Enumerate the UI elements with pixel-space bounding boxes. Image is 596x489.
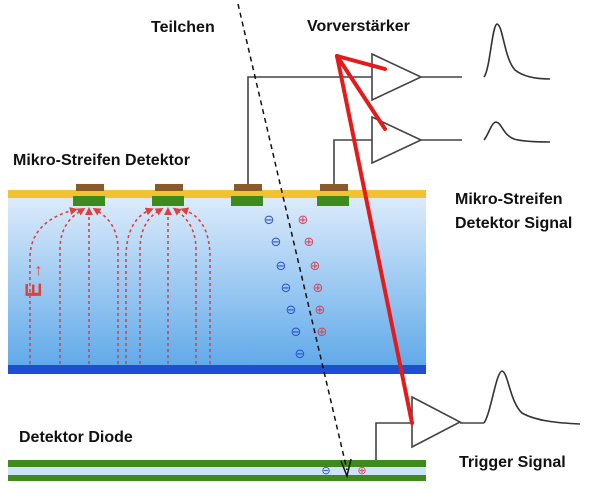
microstrip-detector-label: Mikro-Streifen Detektor [13, 152, 190, 169]
efield-arrow-label: → [28, 263, 45, 279]
preamp-3-triangle [411, 395, 462, 449]
strip-4 [317, 184, 349, 206]
electric-field-lines [29, 207, 211, 364]
wire-strip-3 [247, 76, 372, 184]
particle-arrowhead [340, 458, 352, 479]
diode-bulk [8, 467, 426, 475]
strip-implant [317, 196, 349, 206]
electron: ⊖ [291, 325, 302, 340]
electron: ⊖ [264, 213, 275, 228]
preamplifier-label: Vorverstärker [307, 18, 410, 35]
readout-wires [247, 76, 484, 460]
metal-contact [320, 184, 348, 191]
signal-pulses [483, 23, 581, 425]
backplane [8, 365, 426, 374]
strip-implant [73, 196, 105, 206]
efield-label: E [21, 283, 46, 298]
hole: ⊕ [315, 303, 326, 318]
hole: ⊕ [298, 213, 309, 228]
detector-diode-label: Detektor Diode [19, 429, 133, 446]
hole: ⊕ [357, 464, 366, 477]
particle-track [237, 3, 352, 479]
microstrip-detector: → E ⊖ ⊖ ⊖ ⊖ ⊖ ⊖ ⊖ ⊕ ⊕ ⊕ ⊕ ⊕ ⊕ [8, 184, 426, 374]
microstrip-signal-label-line2: Detektor Signal [455, 215, 572, 232]
trigger-signal-label: Trigger Signal [459, 454, 566, 471]
trigger-pulse [483, 370, 581, 425]
strip-implant [152, 196, 184, 206]
electron: ⊖ [295, 347, 306, 362]
preamp-1-triangle [371, 52, 423, 102]
metal-contact [155, 184, 183, 191]
detector-diode: ⊖ ⊕ [8, 460, 426, 481]
hole: ⊕ [317, 325, 328, 340]
silicon-bulk [8, 198, 426, 368]
pulse-2 [483, 121, 551, 143]
strip-implant [231, 196, 263, 206]
electrons: ⊖ ⊖ ⊖ ⊖ ⊖ ⊖ ⊖ [264, 213, 306, 362]
hole: ⊕ [304, 235, 315, 250]
diode-top-layer [8, 460, 426, 467]
strip-2 [152, 184, 184, 206]
electron: ⊖ [271, 235, 282, 250]
strip-1 [73, 184, 105, 206]
metal-contact [234, 184, 262, 191]
diode-bottom-layer [8, 475, 426, 481]
pulse-1 [483, 23, 551, 80]
holes: ⊕ ⊕ ⊕ ⊕ ⊕ ⊕ [298, 213, 328, 340]
electron: ⊖ [286, 303, 297, 318]
hole: ⊕ [310, 259, 321, 274]
microstrip-signal-label-line1: Mikro-Streifen [455, 191, 563, 208]
strip-3 [231, 184, 263, 206]
wire-strip-4 [333, 139, 372, 184]
electron: ⊖ [281, 281, 292, 296]
hole: ⊕ [313, 281, 324, 296]
metal-contact [76, 184, 104, 191]
top-strip-layer [8, 190, 426, 198]
wire-diode [375, 422, 412, 460]
electron: ⊖ [276, 259, 287, 274]
electron: ⊖ [321, 464, 330, 477]
particle-label: Teilchen [151, 19, 215, 36]
preamp-label-links [335, 54, 414, 425]
